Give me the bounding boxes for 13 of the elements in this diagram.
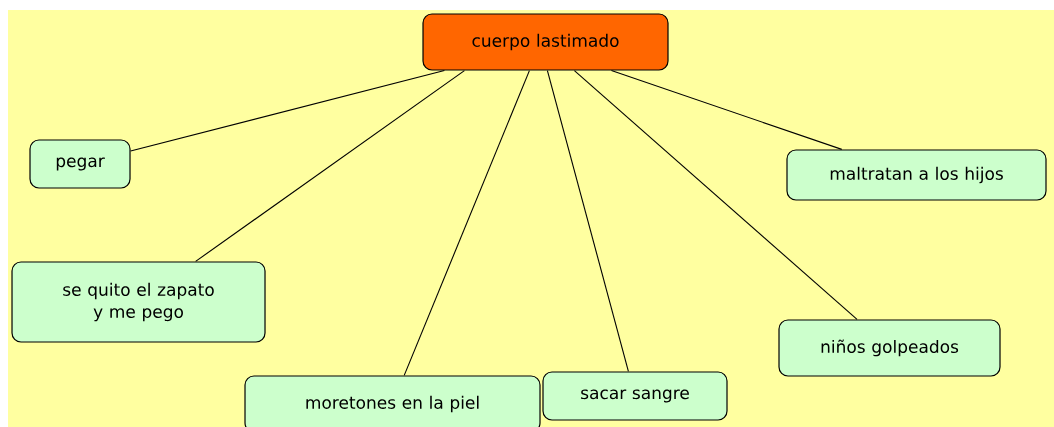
main-concept-box: cuerpo lastimado: [422, 13, 669, 71]
connector-line: [195, 70, 465, 262]
connector-line: [130, 70, 445, 152]
concept-box: pegar: [29, 139, 131, 189]
connector-line: [573, 70, 858, 320]
concept-box: niños golpeados: [778, 319, 1001, 377]
concept-box: se quito el zapato y me pego: [11, 261, 266, 343]
concept-box: moretones en la piel: [244, 375, 541, 427]
connector-line: [610, 70, 843, 150]
concept-box: maltratan a los hijos: [786, 149, 1047, 201]
connector-line: [403, 70, 530, 376]
concept-box: sacar sangre: [542, 371, 728, 421]
connector-line: [546, 70, 629, 372]
